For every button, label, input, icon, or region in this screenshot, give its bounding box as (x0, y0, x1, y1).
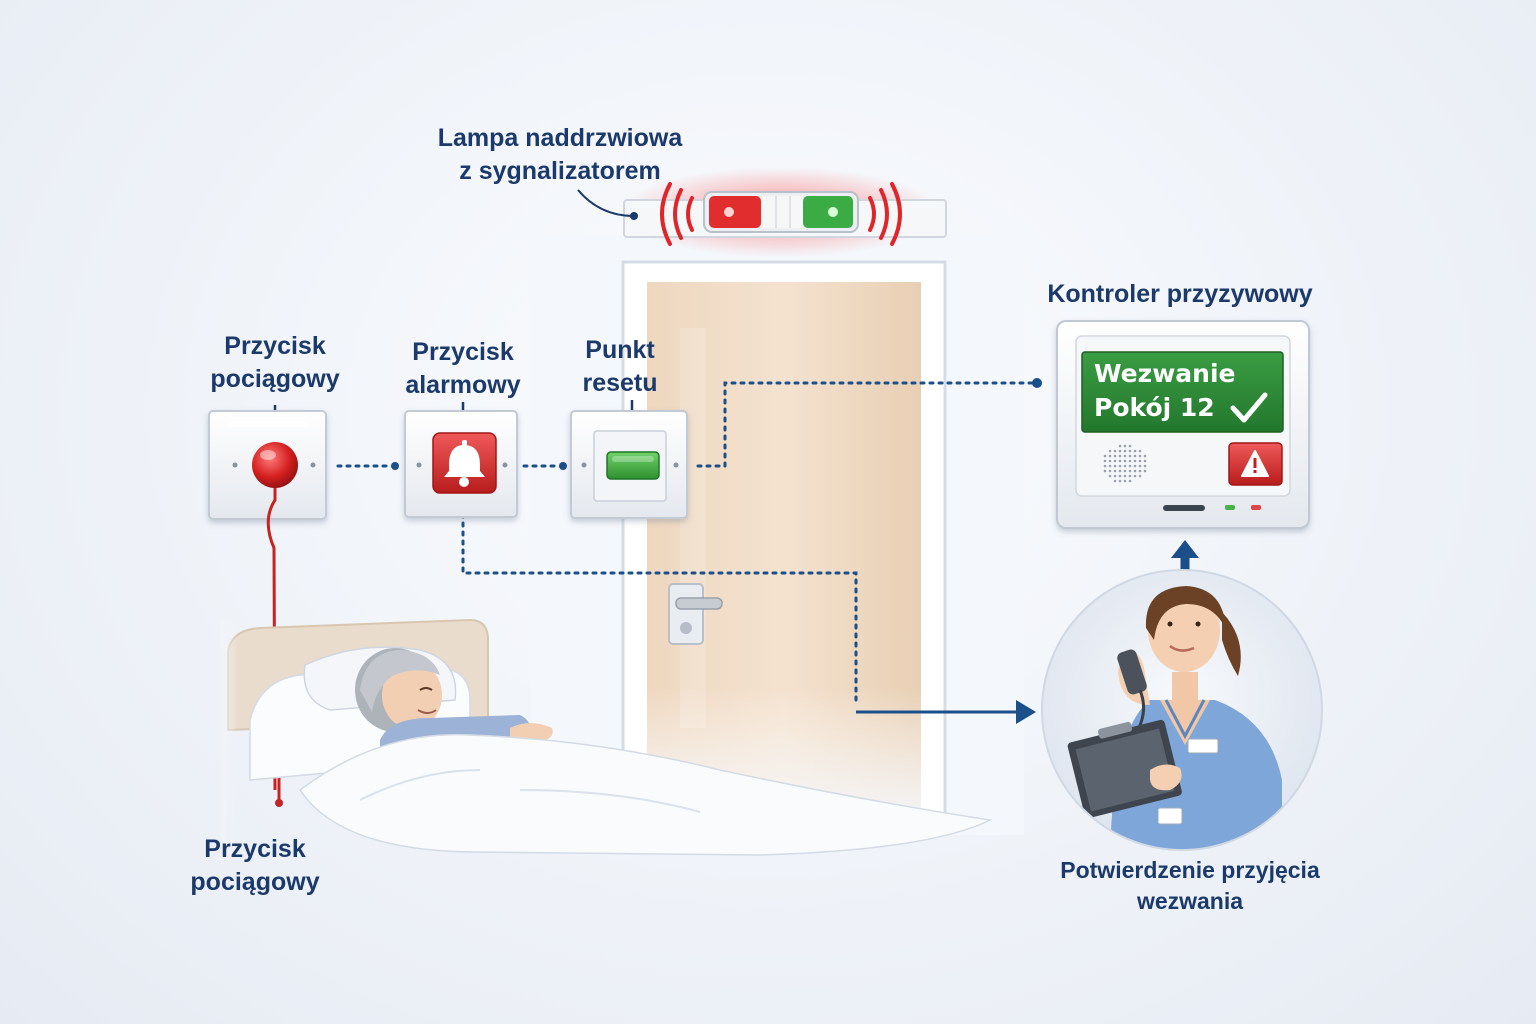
bell-icon (444, 440, 485, 487)
reset-button[interactable] (606, 451, 660, 480)
pull-button-label-top-line-2: pociągowy (210, 365, 340, 393)
pull-button[interactable] (252, 442, 298, 488)
controller-label-text: Kontroler przyzywowy (1047, 280, 1313, 308)
alarm-button-label-line-1: Przycisk (412, 338, 514, 366)
status-led-red (1251, 505, 1261, 510)
status-led-green (1225, 505, 1235, 510)
alarm-button-label: Przycisk alarmowy (380, 336, 546, 402)
pull-button-label-bottom: Przycisk pociągowy (165, 833, 345, 899)
pull-button-label-bottom-line-2: pociągowy (190, 868, 320, 896)
controller-slot (1163, 505, 1205, 511)
confirmation-label: Potwierdzenie przyjęcia wezwania (1040, 855, 1340, 917)
door (621, 260, 947, 824)
door-lamp (620, 167, 947, 257)
controller-label: Kontroler przyzywowy (1030, 278, 1330, 311)
screen-line-1: Wezwanie (1094, 359, 1235, 388)
checkmark-icon (1230, 392, 1268, 423)
pull-cord[interactable] (266, 488, 277, 791)
warning-icon (1241, 450, 1269, 477)
connector-lines (336, 381, 1034, 702)
door-lamp-label-line-1: Lampa naddrzwiowa (437, 124, 683, 152)
confirmation-label-line-2: wezwania (1136, 888, 1244, 914)
reset-point-label-line-1: Punkt (585, 336, 655, 364)
reset-point-label-line-2: resetu (582, 369, 658, 397)
lamp-leader-line (577, 189, 635, 217)
door-lamp-label: Lampa naddrzwiowa z sygnalizatorem (420, 122, 700, 188)
door-handle[interactable] (668, 583, 723, 645)
confirmation-label-line-1: Potwierdzenie przyjęcia (1060, 857, 1320, 883)
lamp-red-segment (709, 196, 761, 228)
reset-point-label: Punkt resetu (560, 334, 680, 400)
pull-button-label-bottom-line-1: Przycisk (204, 835, 306, 863)
patient-bed (220, 618, 993, 860)
alarm-button-label-line-2: alarmowy (405, 371, 521, 399)
door-lamp-label-line-2: z sygnalizatorem (459, 157, 661, 185)
pull-button-label-top: Przycisk pociągowy (180, 330, 370, 396)
nurse-illustration (1041, 569, 1323, 851)
pull-button-label-top-line-1: Przycisk (224, 332, 326, 360)
signal-waves-icon (660, 182, 902, 246)
speaker-grille-icon (1103, 444, 1147, 483)
controller-screen (1081, 351, 1284, 433)
screen-line-2: Pokój 12 (1094, 393, 1215, 422)
